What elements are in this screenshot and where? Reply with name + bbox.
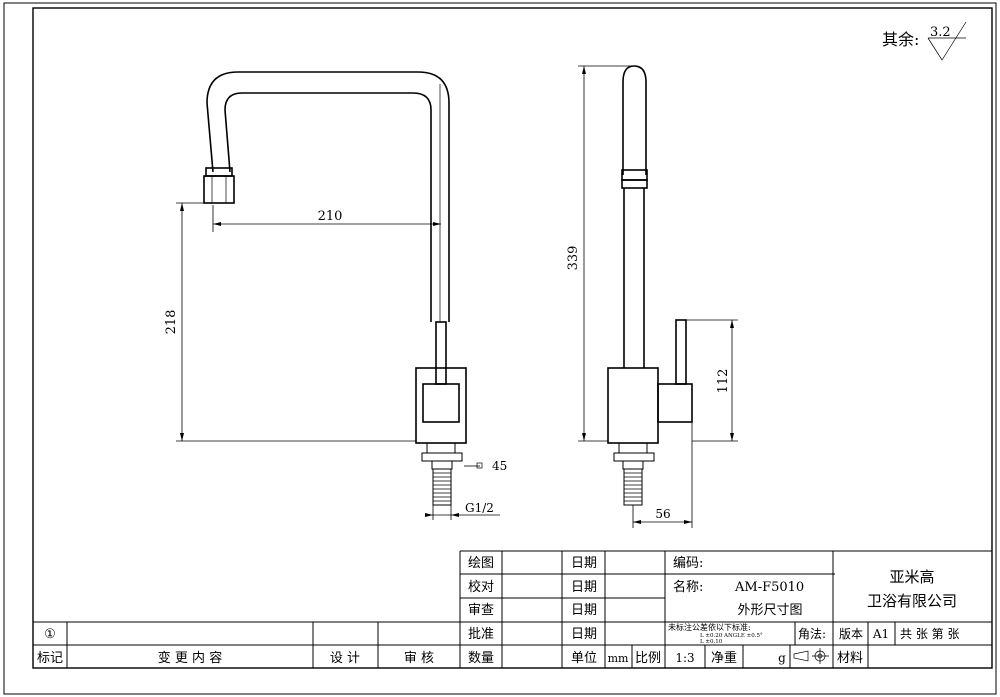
dim-side-depth: 56 [655, 507, 670, 521]
model-number: AM-F5010 [734, 580, 804, 595]
aerator [203, 175, 235, 204]
outer-border [3, 2, 997, 695]
company-line-1: 亚米高 [889, 568, 934, 586]
spout-outer [206, 71, 450, 322]
dim-thread: G1/2 [465, 501, 494, 515]
dim-hex: 45 [492, 459, 507, 473]
handle-lever [435, 321, 447, 385]
projection-symbol [793, 648, 829, 664]
label-material: 材料 [837, 651, 863, 666]
label-mark: 标记 [37, 651, 63, 666]
roughness-value: 3.2 [930, 25, 951, 40]
dim-handle-height: 112 [716, 369, 731, 394]
label-date-2: 日期 [571, 580, 597, 595]
side-view: 339 112 56 [566, 65, 738, 528]
spout-inner [224, 92, 432, 322]
label-date-4: 日期 [571, 627, 597, 642]
label-design: 设 计 [330, 651, 360, 666]
label-unit: 单位 [571, 651, 597, 666]
sheet-count: 共 张 第 张 [900, 627, 959, 641]
label-change-content: 变 更 内 容 [158, 650, 222, 666]
label-net-weight: 净重 [711, 650, 737, 666]
tolerance-line-2: L ±0.10 [700, 639, 723, 645]
label-date-3: 日期 [571, 603, 597, 618]
inner-border [32, 7, 993, 669]
unit-value: mm [608, 652, 629, 665]
side-thread-shank [623, 468, 643, 506]
revision-number: ① [44, 627, 56, 642]
label-checked: 校对 [468, 579, 494, 595]
roughness-label: 其余: [882, 30, 919, 49]
dim-side-height: 339 [566, 246, 581, 271]
handle-base [422, 383, 460, 423]
scale-value: 1:3 [675, 651, 694, 665]
drawing-name: 外形尺寸图 [737, 603, 802, 618]
version-value: A1 [872, 627, 889, 641]
company-line-2: 卫浴有限公司 [867, 592, 957, 610]
side-handle-base [657, 383, 693, 423]
aerator-ring [205, 167, 233, 177]
label-name: 名称: [673, 579, 703, 595]
label-angle-method: 角法: [798, 627, 826, 641]
label-qty: 数量 [468, 651, 494, 666]
roughness-symbol: 其余: 3.2 [882, 21, 967, 61]
label-review: 审查 [468, 603, 494, 618]
label-code: 编码: [673, 556, 703, 571]
tolerance-line-1: L ±0.20 ANGLE ±0.5° [700, 633, 763, 639]
front-view: 210 218 45 G1/2 [164, 71, 507, 520]
side-spout-top [622, 65, 647, 175]
tolerance-note: 未标注公差依以下标准: [668, 622, 751, 632]
label-version: 版本 [839, 627, 863, 641]
label-date-1: 日期 [571, 556, 597, 571]
dim-front-reach: 210 [318, 209, 343, 224]
label-drawn: 绘图 [468, 556, 494, 571]
label-approve: 批准 [468, 627, 494, 642]
label-audit: 审 核 [404, 651, 434, 666]
label-scale: 比例 [635, 651, 661, 666]
thread-shank [432, 468, 452, 506]
weight-unit: g [778, 651, 786, 665]
side-valve-body [607, 367, 659, 444]
title-block: 绘图 日期 编码: 校对 日期 名称: AM-F5010 审查 日期 外形尺寸图… [33, 550, 992, 668]
side-handle-lever [675, 319, 687, 385]
dim-front-height: 218 [164, 310, 179, 335]
